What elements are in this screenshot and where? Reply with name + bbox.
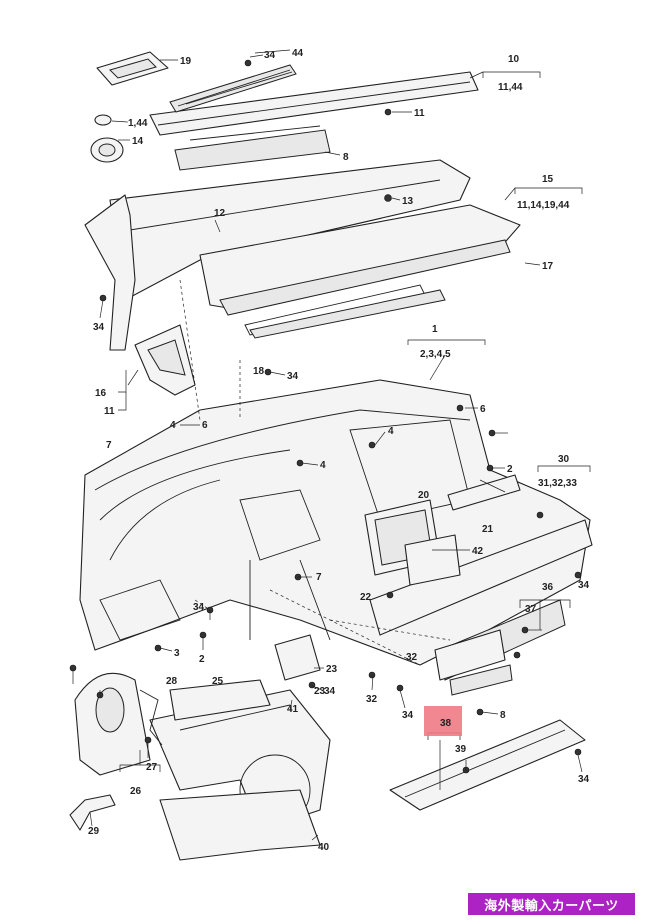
label-1: 1 xyxy=(432,324,438,335)
label-13: 13 xyxy=(402,196,414,207)
label-20: 20 xyxy=(418,490,430,501)
radio-housing-20 xyxy=(364,499,461,586)
alignment-dashes xyxy=(179,279,451,666)
label-2: 2 xyxy=(507,464,513,475)
label-38: 38 xyxy=(440,718,452,729)
label-11-b: 11 xyxy=(104,406,115,417)
label-10: 10 xyxy=(508,54,520,65)
label-34-e: 34 xyxy=(578,580,590,591)
blower-module-23 xyxy=(274,634,321,681)
label-7-b: 7 xyxy=(316,572,322,583)
label-27: 27 xyxy=(146,762,158,773)
label-30: 30 xyxy=(558,454,570,465)
glovebox-lid-38 xyxy=(389,719,586,811)
wire-clip-28 xyxy=(139,689,163,746)
label-17: 17 xyxy=(542,261,554,272)
leader-lines xyxy=(72,49,583,841)
label-6: 6 xyxy=(202,420,208,431)
dash-top-cover-15 xyxy=(199,204,521,339)
callout-labels: 19 34 44 10 11,44 1,44 14 11 8 15 13 11,… xyxy=(88,48,590,853)
label-25: 25 xyxy=(212,676,224,687)
label-26: 26 xyxy=(130,786,142,797)
label-34: 34 xyxy=(264,50,276,61)
label-11: 11 xyxy=(414,108,425,119)
watermark-badge: 海外製輸入カーパーツ xyxy=(468,893,635,915)
label-22: 22 xyxy=(360,592,372,603)
label-29: 29 xyxy=(88,826,100,837)
label-2-3-4-5: 2,3,4,5 xyxy=(420,349,451,360)
side-vent-16 xyxy=(134,324,196,396)
label-34-h: 34 xyxy=(578,774,590,785)
label-8: 8 xyxy=(343,152,349,163)
label-14: 14 xyxy=(132,136,144,147)
group-brackets xyxy=(118,71,591,790)
label-12: 12 xyxy=(214,208,226,219)
watermark-text: 海外製輸入カーパーツ xyxy=(484,898,619,914)
cover-strip-21 xyxy=(447,474,521,511)
label-4: 4 xyxy=(170,420,176,431)
watermark-background xyxy=(468,893,635,915)
label-4-b: 4 xyxy=(388,426,394,437)
label-2-b: 2 xyxy=(199,654,205,665)
defroster-vent-strip xyxy=(169,64,297,113)
label-37: 37 xyxy=(525,604,537,615)
label-32: 32 xyxy=(406,652,418,663)
label-42: 42 xyxy=(472,546,484,557)
label-41: 41 xyxy=(287,704,299,715)
label-16: 16 xyxy=(95,388,107,399)
bracket-29 xyxy=(69,794,116,831)
label-34-b: 34 xyxy=(93,322,105,333)
trim-cover-25 xyxy=(169,679,271,721)
label-3: 3 xyxy=(174,648,180,659)
label-15: 15 xyxy=(542,174,554,185)
label-34-d: 34 xyxy=(193,602,205,613)
label-34-g: 34 xyxy=(402,710,414,721)
label-21: 21 xyxy=(482,524,494,535)
switch-block-32 xyxy=(434,629,513,696)
label-34-c: 34 xyxy=(287,371,299,382)
upper-dash-panel-12 xyxy=(109,125,471,301)
label-11-14-19-44: 11,14,19,44 xyxy=(517,200,570,211)
label-7: 7 xyxy=(106,440,112,451)
label-23-b: 23 xyxy=(314,686,326,697)
label-1-44: 1,44 xyxy=(128,118,148,129)
speaker-grille-14 xyxy=(90,114,124,163)
label-6-b: 6 xyxy=(480,404,486,415)
label-18: 18 xyxy=(253,366,265,377)
label-39: 39 xyxy=(455,744,467,755)
knee-panel-27 xyxy=(74,672,151,776)
label-44: 44 xyxy=(292,48,304,59)
label-23: 23 xyxy=(326,664,338,675)
label-8-b: 8 xyxy=(500,710,506,721)
side-pillar-trim xyxy=(84,194,136,351)
label-31-32-33: 31,32,33 xyxy=(538,478,577,489)
label-36: 36 xyxy=(542,582,554,593)
label-19: 19 xyxy=(180,56,192,67)
small-vent-cover-19 xyxy=(96,51,169,86)
label-28: 28 xyxy=(166,676,178,687)
label-4-c: 4 xyxy=(320,460,326,471)
label-34-f: 34 xyxy=(324,686,336,697)
highlight-part-38 xyxy=(424,706,462,736)
lower-shroud-40 xyxy=(159,789,321,861)
label-40: 40 xyxy=(318,842,330,853)
label-32-b: 32 xyxy=(366,694,378,705)
upper-trim-strip xyxy=(149,71,479,136)
label-11-44: 11,44 xyxy=(498,82,523,93)
